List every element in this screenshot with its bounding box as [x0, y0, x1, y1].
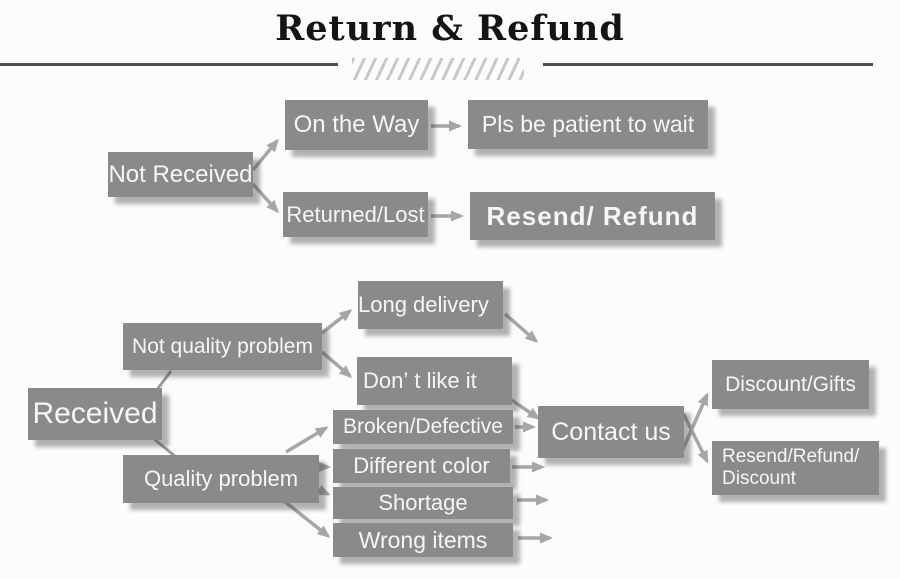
page-title: Return & Refund: [275, 8, 625, 49]
node-not-received: Not Received: [108, 152, 253, 197]
arrow-notquality-longdelivery: [320, 309, 353, 335]
arrow-notreceived-ontheway: [251, 138, 279, 172]
node-not-quality-problem: Not quality problem: [123, 323, 322, 370]
node-pls-be-patient: Pls be patient to wait: [468, 100, 708, 149]
arrow-contactus-discountgifts: [681, 392, 709, 450]
resend-refund-discount-line1: Resend/Refund/: [722, 445, 860, 467]
arrow-notquality-dontlike: [320, 350, 353, 378]
node-resend-refund: Resend/ Refund: [470, 192, 715, 240]
title-rule-right: [543, 63, 873, 66]
node-returned-lost: Returned/Lost: [283, 192, 428, 237]
arrow-quality-wrongitems: [282, 499, 331, 538]
node-quality-problem: Quality problem: [123, 455, 319, 503]
resend-refund-discount-line2: Discount: [722, 468, 796, 489]
arrow-notreceived-returnedlost: [251, 182, 279, 214]
title-rule-left: [0, 63, 338, 66]
node-on-the-way: On the Way: [285, 100, 428, 150]
hatch-stripes: [352, 58, 524, 80]
arrow-longdelivery-out: [503, 312, 539, 343]
node-dont-like-it: Don’ t like it: [357, 357, 512, 405]
node-wrong-items: Wrong items: [333, 523, 513, 557]
arrow-contactus-resenddiscount: [681, 412, 709, 464]
node-broken-defective: Broken/Defective: [333, 410, 513, 444]
node-discount-gifts: Discount/Gifts: [712, 360, 869, 409]
node-contact-us: Contact us: [538, 406, 684, 458]
node-shortage: Shortage: [333, 487, 513, 519]
node-different-color: Different color: [333, 449, 510, 483]
arrow-quality-broken: [285, 426, 329, 454]
node-long-delivery: Long delivery: [358, 281, 503, 329]
node-received: Received: [28, 388, 162, 440]
node-resend-refund-discount: Resend/Refund/ Discount: [712, 441, 879, 495]
